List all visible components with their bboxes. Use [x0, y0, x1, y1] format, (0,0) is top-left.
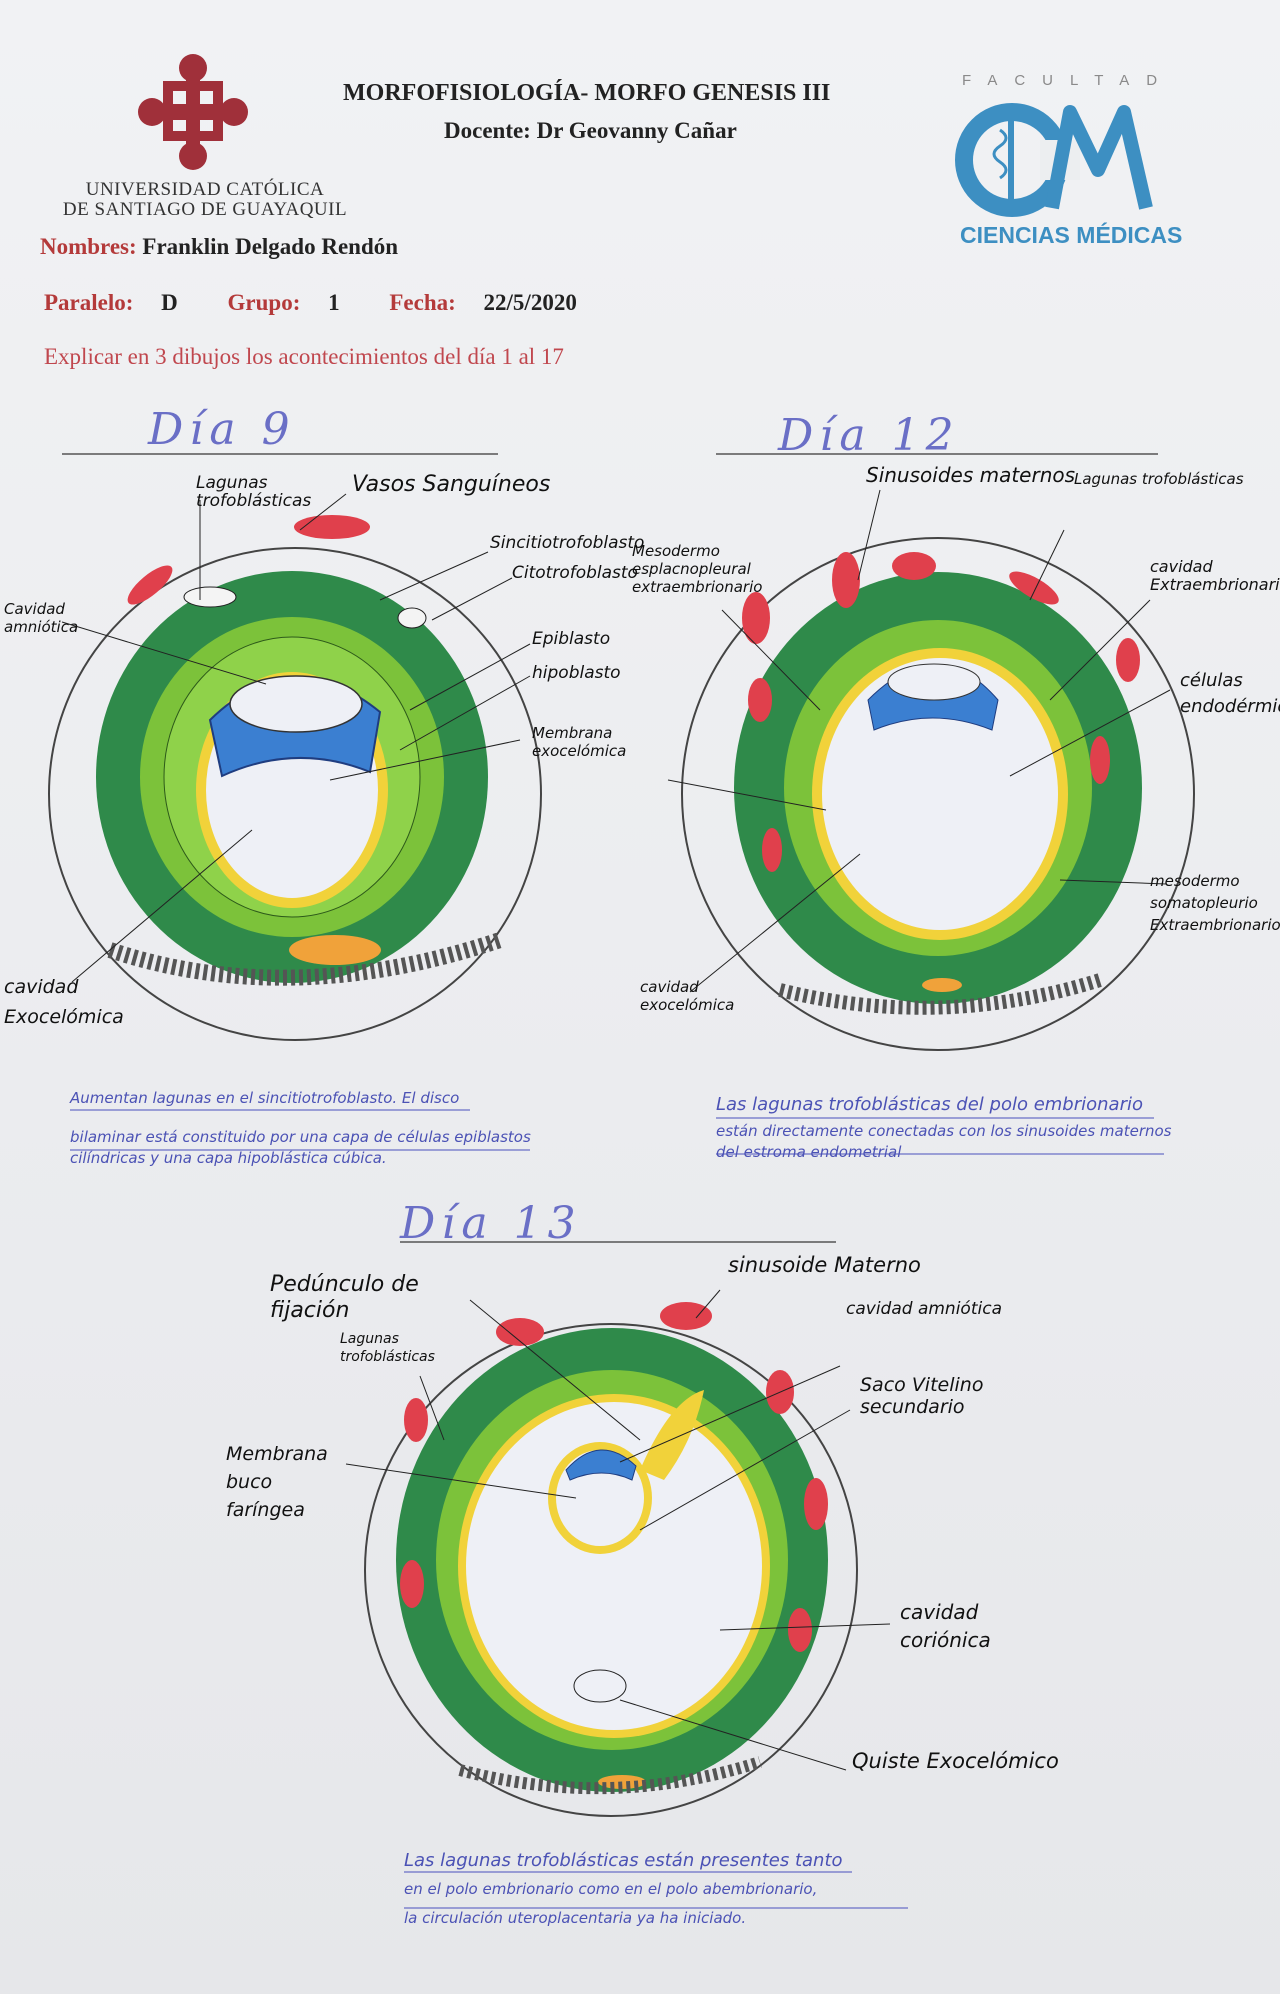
day9-label-lagunas: Lagunas trofoblásticas [196, 473, 312, 511]
day12-label-lagunas: Lagunas trofoblásticas [1074, 470, 1244, 488]
day13-label-cavidad-corionica: cavidad coriónica [900, 1600, 991, 1652]
day12-label-mesodermo-som: mesodermo somatopleurio Extraembrionario [1150, 872, 1280, 934]
student-name-line: Nombres: Franklin Delgado Rendón [40, 234, 398, 260]
day12-caption: Las lagunas trofoblásticas del polo embr… [716, 1094, 1172, 1163]
day13-label-pedunculo: Pedúnculo de fijación [270, 1272, 419, 1323]
day13-label-quiste: Quiste Exocelómico [852, 1749, 1059, 1773]
day9-label-cavidad-amniotica: Cavidad amniótica [4, 600, 79, 636]
day12-title: Día 12 [778, 410, 960, 461]
faculty-name: CIENCIAS MÉDICAS [960, 222, 1183, 248]
day13-label-cavidad-amniotica: cavidad amniótica [846, 1299, 1002, 1319]
caption-underlines [70, 1109, 1164, 1909]
day9-caption-line-3: cilíndricas y una capa hipoblástica cúbi… [70, 1149, 387, 1167]
day13-caption-line-2: en el polo embrionario como en el polo a… [404, 1880, 818, 1898]
grupo-label: Grupo: [227, 290, 301, 315]
day9-label-epiblasto: Epiblasto [532, 629, 611, 649]
day13-diagram [345, 1241, 891, 1817]
grupo-value: 1 [328, 290, 340, 315]
day13-caption-line-1: Las lagunas trofoblásticas están present… [404, 1850, 843, 1871]
day12-caption-line-3: del estroma endometrial [716, 1143, 902, 1161]
fecha-label: Fecha: [389, 290, 456, 315]
day9-label-cavidad-exo: cavidad Exocelómica [4, 976, 124, 1028]
day9-caption-line-2: bilaminar está constituido por una capa … [70, 1128, 531, 1146]
paralelo-label: Paralelo: [44, 290, 134, 315]
day13-label-saco: Saco Vitelino secundario [860, 1374, 984, 1418]
instruction-text: Explicar en 3 dibujos los acontecimiento… [44, 344, 564, 369]
day12-label-mesodermo-esp: Mesodermo esplacnopleural extraembrionar… [632, 542, 763, 596]
day13-title: Día 13 [400, 1198, 582, 1249]
day9-diagram [48, 453, 542, 1041]
day12-label-cavidad-extra: cavidad Extraembrionaria [1150, 557, 1280, 594]
day13-label-membrana: Membrana buco faríngea [226, 1443, 328, 1521]
university-cross-logo [138, 54, 248, 170]
day13-label-lagunas: Lagunas trofoblásticas [340, 1331, 435, 1365]
day13-caption-line-3: la circulación uteroplacentaria ya ha in… [404, 1909, 747, 1927]
fecha-value: 22/5/2020 [483, 290, 577, 315]
day9-caption: Aumentan lagunas en el sincitiotrofoblas… [70, 1088, 531, 1169]
day12-caption-line-2: están directamente conectadas con los si… [716, 1122, 1172, 1140]
day12-label-celulas: células endodérmicas [1180, 670, 1280, 717]
docente-line: Docente: Dr Geovanny Cañar [444, 118, 737, 143]
day9-label-membrana: Membrana exocelómica [532, 724, 627, 760]
university-name: UNIVERSIDAD CATÓLICA DE SANTIAGO DE GUAY… [40, 180, 370, 220]
day9-label-hipoblasto: hipoblasto [532, 663, 621, 683]
nombres-value: Franklin Delgado Rendón [142, 234, 399, 259]
day9-label-sincitio: Sincitiotrofoblasto [490, 533, 645, 553]
faculty-word: FACULTAD [962, 72, 1175, 89]
page-title: MORFOFISIOLOGÍA- MORFO GENESIS III [343, 80, 831, 106]
group-date-line: Paralelo: D Grupo: 1 Fecha: 22/5/2020 [44, 290, 621, 316]
day9-caption-line-1: Aumentan lagunas en el sincitiotrofoblas… [70, 1089, 460, 1107]
day12-label-cavidad-exo: cavidad exocelómica [640, 978, 735, 1014]
university-line-1: UNIVERSIDAD CATÓLICA [85, 179, 325, 200]
day9-title: Día 9 [148, 404, 296, 455]
university-line-2: DE SANTIAGO DE GUAYAQUIL [62, 199, 348, 220]
faculty-monogram: CM [1022, 128, 1023, 129]
day9-label-citotrofo: Citotrofoblasto [512, 563, 638, 583]
day12-diagram [667, 453, 1195, 1051]
day12-caption-line-1: Las lagunas trofoblásticas del polo embr… [716, 1094, 1143, 1115]
day13-caption: Las lagunas trofoblásticas están present… [404, 1850, 843, 1929]
nombres-label: Nombres: [40, 234, 137, 259]
day12-label-sinusoides: Sinusoides maternos [866, 463, 1076, 487]
day13-label-sinusoide: sinusoide Materno [728, 1253, 921, 1277]
cm-faculty-logo [955, 103, 1153, 217]
day9-label-vasos: Vasos Sanguíneos [352, 472, 551, 497]
paralelo-value: D [161, 290, 178, 315]
